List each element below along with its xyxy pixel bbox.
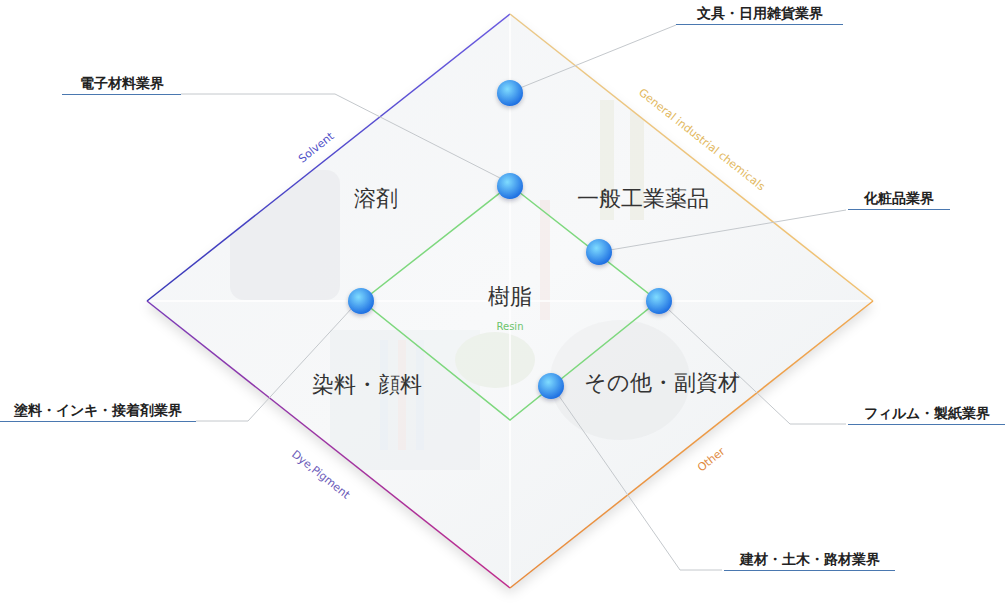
marker-dot [646, 288, 672, 314]
industry-label: 文具・日用雑貨業界 [697, 2, 823, 24]
leader-line [610, 210, 846, 250]
industry-label: 建材・土木・路材業界 [740, 548, 880, 570]
text-holder: 一般工業薬品 [577, 186, 709, 212]
quadrant-label: その他・副資材 [584, 370, 740, 396]
industry-label: フィルム・製紙業界 [864, 402, 990, 424]
industry-label-line: 電子材料業界 [62, 72, 181, 95]
text-holder: Dye,Pigment [288, 444, 355, 503]
marker-dots [348, 80, 672, 399]
center-label: 樹脂 [488, 284, 532, 310]
quadrant-label: 溶剤 [354, 186, 398, 212]
text-holder: Other [692, 441, 728, 475]
center-sublabel: Resin [497, 321, 524, 333]
industry-label: 塗料・インキ・接着剤業界 [14, 399, 182, 421]
leader-line [520, 25, 676, 88]
industry-label-line: 文具・日用雑貨業界 [676, 2, 843, 25]
leader-line [668, 309, 846, 424]
marker-dot [586, 239, 612, 265]
quadrant-label: 一般工業薬品 [577, 186, 709, 212]
region-shape [362, 185, 658, 420]
marker-dot [497, 80, 523, 106]
industry-label: 化粧品業界 [864, 187, 934, 209]
text-holder: 樹脂 [488, 284, 532, 310]
leader-lines [181, 25, 846, 570]
marker-dot [497, 173, 523, 199]
industry-label: 電子材料業界 [80, 72, 164, 94]
text-holder: 溶剤 [354, 186, 398, 212]
industry-label-line: 建材・土木・路材業界 [724, 548, 895, 571]
leader-line [196, 308, 352, 421]
leader-line [181, 94, 500, 178]
industry-label-line: フィルム・製紙業界 [848, 402, 1005, 425]
text-holder: 染料・顔料 [312, 372, 422, 398]
industry-label-line: 塗料・インキ・接着剤業界 [0, 399, 196, 422]
edge-label: General industrial chemicals [636, 86, 767, 194]
text-holder: その他・副資材 [584, 370, 740, 396]
leader-line [559, 396, 722, 570]
edge-label: Solvent [296, 130, 337, 166]
text-holder: General industrial chemicals [636, 82, 771, 194]
marker-dot [348, 288, 374, 314]
diamond-ground [147, 14, 873, 588]
quadrant-label: 染料・顔料 [312, 372, 422, 398]
edge-label: Other [695, 445, 728, 475]
text-holder: Resin [497, 315, 524, 334]
marker-dot [538, 373, 564, 399]
photo-hint [230, 100, 690, 470]
text-holder: Solvent [293, 126, 337, 167]
industry-label-line: 化粧品業界 [848, 187, 950, 210]
